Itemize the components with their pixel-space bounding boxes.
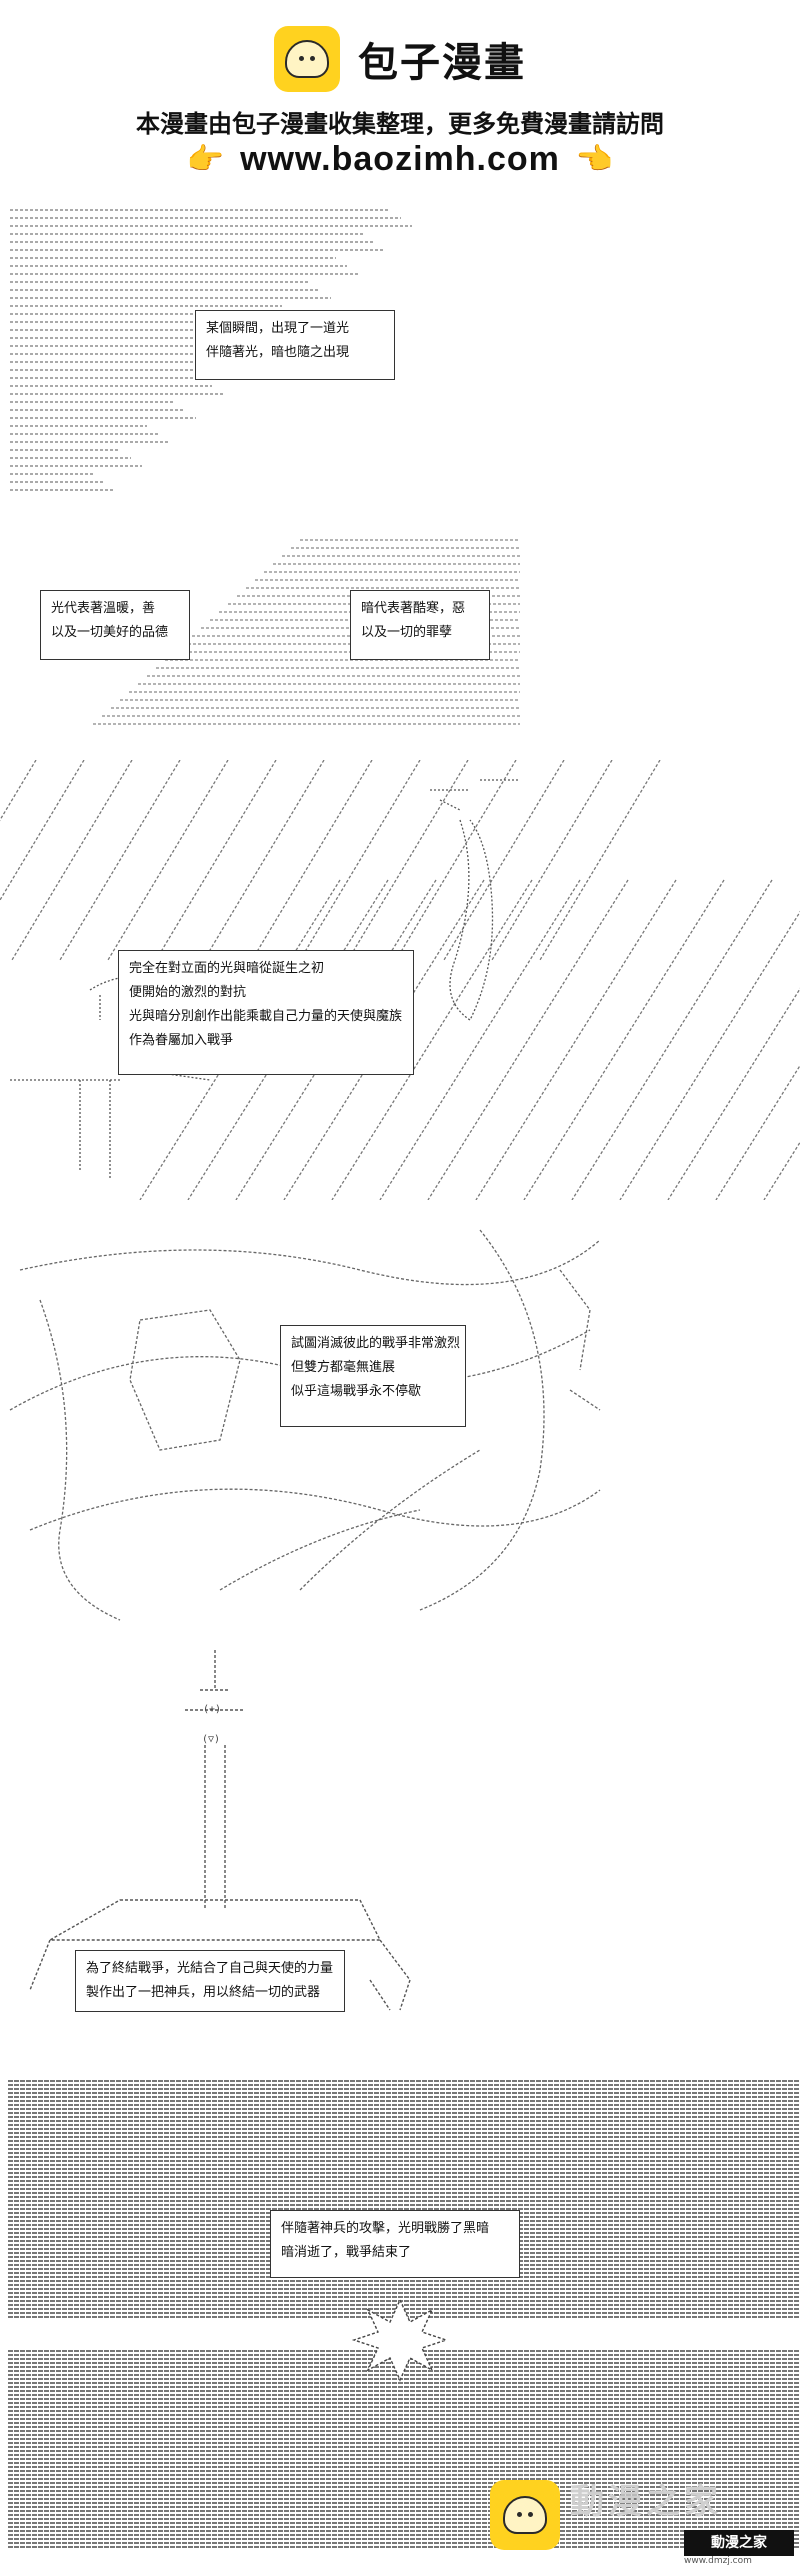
caption-line: 以及一切的罪孽 <box>361 625 453 640</box>
caption-box: 光代表著溫暖，善 以及一切美好的品德 <box>40 590 190 660</box>
caption-line: 似乎這場戰爭永不停歇 <box>291 1384 422 1399</box>
caption-line: 暗消逝了，戰爭結束了 <box>281 2245 412 2260</box>
caption-box: 暗代表著酷寒，惡 以及一切的罪孽 <box>350 590 490 660</box>
panel-light-appears: 某個瞬間，出現了一道光 伴隨著光，暗也隨之出現 <box>0 200 800 520</box>
panel-light-and-dark: 光代表著溫暖，善 以及一切美好的品德 暗代表著酷寒，惡 以及一切的罪孽 <box>0 530 800 740</box>
panel-holy-sword: (+) (▽) 為了終結戰爭，光結合了自己與天使的力量 製作出了一把神兵，用以終… <box>0 1650 800 2040</box>
dmzj-url: www.dmzj.com <box>684 2556 752 2566</box>
logo-row: 包子漫畫 <box>0 24 800 94</box>
caption-box: 完全在對立面的光與暗從誕生之初 便開始的激烈的對抗 光與暗分別創作出能乘載自己力… <box>118 950 414 1075</box>
caption-line: 光代表著溫暖，善 <box>51 601 156 616</box>
panel-endless-war: 試圖消滅彼此的戰爭非常激烈 但雙方都毫無進展 似乎這場戰爭永不停歇 <box>0 1210 800 1630</box>
sword-blade-glyph: (▽) <box>202 1734 220 1745</box>
caption-box: 為了終結戰爭，光結合了自己與天使的力量 製作出了一把神兵，用以終結一切的武器 <box>75 1950 345 2012</box>
caption-line: 暗代表著酷寒，惡 <box>361 601 466 616</box>
impact-burst-art <box>351 2298 449 2382</box>
url-row: 👉 www.baozimh.com 👈 <box>0 140 800 179</box>
caption-line: 伴隨著光，暗也隨之出現 <box>206 345 350 360</box>
caption-line: 以及一切美好的品德 <box>51 625 169 640</box>
caption-line: 便開始的激烈的對抗 <box>129 985 247 1000</box>
caption-line: 試圖消滅彼此的戰爭非常激烈 <box>291 1336 461 1351</box>
battle-scene-art <box>0 760 800 1200</box>
caption-box: 伴隨著神兵的攻擊，光明戰勝了黑暗 暗消逝了，戰爭結束了 <box>270 2210 520 2278</box>
panel-war-ends: 伴隨著神兵的攻擊，光明戰勝了黑暗 暗消逝了，戰爭結束了 <box>0 2060 800 2566</box>
caption-line: 作為眷屬加入戰爭 <box>129 1033 234 1048</box>
sword-on-altar-art: (+) (▽) <box>29 1650 411 2011</box>
caption-line: 為了終結戰爭，光結合了自己與天使的力量 <box>86 1961 334 1976</box>
caption-line: 完全在對立面的光與暗從誕生之初 <box>129 961 325 976</box>
panel-war-begins: 完全在對立面的光與暗從誕生之初 便開始的激烈的對抗 光與暗分別創作出能乘載自己力… <box>0 760 800 1200</box>
caption-line: 製作出了一把神兵，用以終結一切的武器 <box>86 1985 321 2000</box>
caption-box: 試圖消滅彼此的戰爭非常激烈 但雙方都毫無進展 似乎這場戰爭永不停歇 <box>280 1325 466 1427</box>
site-url-link[interactable]: www.baozimh.com <box>240 140 560 178</box>
caption-box: 某個瞬間，出現了一道光 伴隨著光，暗也隨之出現 <box>195 310 395 380</box>
pointing-left-icon: 👈 <box>575 142 614 177</box>
sword-hilt-glyph: (+) <box>203 1704 221 1715</box>
caption-line: 但雙方都毫無進展 <box>291 1360 396 1375</box>
baozi-watermark-icon <box>490 2480 560 2550</box>
dense-art-top <box>8 2080 800 2320</box>
site-header: 包子漫畫 本漫畫由包子漫畫收集整理，更多免費漫畫請訪問 👉 www.baozim… <box>0 0 800 180</box>
caption-line: 某個瞬間，出現了一道光 <box>206 321 350 336</box>
source-notice: 本漫畫由包子漫畫收集整理，更多免費漫畫請訪問 <box>136 110 664 138</box>
pointing-right-icon: 👉 <box>186 142 225 177</box>
caption-line: 伴隨著神兵的攻擊，光明戰勝了黑暗 <box>281 2221 490 2236</box>
caption-line: 光與暗分別創作出能乘載自己力量的天使與魔族 <box>129 1009 403 1024</box>
dmzj-badge: 動漫之家 <box>684 2530 794 2556</box>
baozi-logo-icon[interactable] <box>274 26 340 92</box>
dense-art-bottom <box>8 2350 800 2550</box>
light-streaks-art <box>10 209 412 491</box>
site-name: 包子漫畫 <box>358 40 526 86</box>
